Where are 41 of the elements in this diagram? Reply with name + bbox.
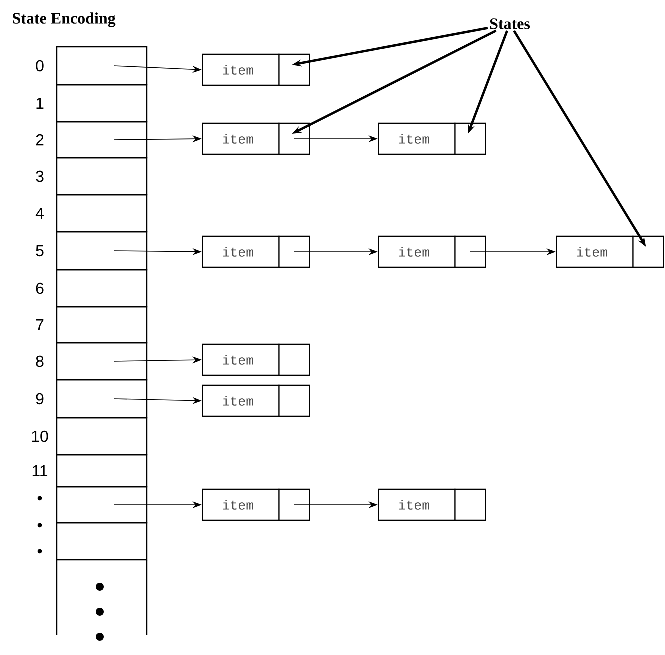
item-box: item: [202, 344, 310, 376]
item-box: item: [378, 122, 486, 156]
table-cell: [56, 486, 148, 524]
table-cell: [56, 306, 148, 344]
row-number: 3: [36, 170, 44, 182]
item-box: item: [378, 488, 486, 522]
row-number: •: [38, 496, 42, 501]
row-number: 6: [36, 282, 44, 294]
row-number: 4: [36, 208, 44, 219]
states-label: States: [490, 18, 530, 30]
item-box: item: [202, 122, 310, 156]
row-number: •: [38, 549, 42, 554]
item-box: item: [378, 236, 486, 268]
row-number: 11: [32, 466, 48, 476]
row-number: 9: [36, 393, 44, 405]
row-number: 8: [36, 356, 44, 368]
row-number: 10: [32, 430, 48, 442]
title: State Encoding: [13, 12, 116, 28]
table-cell: [56, 231, 148, 271]
item-box: item: [202, 236, 310, 268]
table-cell: [56, 84, 148, 123]
table-cell: [56, 379, 148, 419]
item-box: item: [202, 488, 310, 522]
table-cell: [56, 454, 148, 488]
table-cell: [56, 157, 148, 196]
row-number: 7: [36, 320, 44, 330]
table-cell: [56, 194, 148, 233]
table-cell: [56, 522, 148, 561]
table-cell: [56, 46, 148, 86]
row-number: •: [38, 523, 42, 528]
table-cell: [56, 417, 148, 456]
table-cell: [56, 121, 148, 159]
table-cell: [56, 342, 148, 381]
item-box: item: [202, 54, 310, 86]
item-box: item: [202, 384, 310, 418]
row-number: 1: [36, 98, 44, 109]
table-cell: [56, 269, 148, 308]
item-box: item: [556, 236, 664, 268]
row-number: 2: [36, 134, 44, 146]
row-number: 0: [36, 60, 44, 72]
row-number: 5: [36, 245, 44, 257]
